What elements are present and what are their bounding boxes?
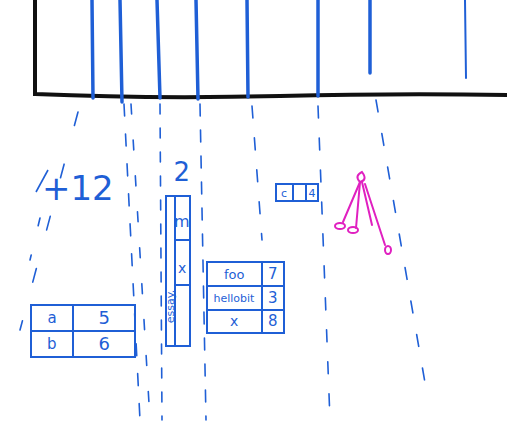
stick-figure xyxy=(335,172,391,254)
figure-foot xyxy=(335,223,345,229)
table-cell: m xyxy=(174,214,190,230)
table-rule xyxy=(175,284,190,286)
trace xyxy=(318,106,330,420)
blue-bars xyxy=(92,0,466,102)
frame-outline xyxy=(35,0,507,97)
trace xyxy=(20,112,78,330)
trace xyxy=(131,104,150,420)
figure-head xyxy=(357,172,364,182)
tables xyxy=(31,184,318,357)
trace xyxy=(160,104,162,420)
callout-number: +12 xyxy=(42,171,114,205)
figure-foot xyxy=(385,246,391,254)
bar xyxy=(465,0,466,78)
table-rule xyxy=(292,184,294,201)
table-cell: 6 xyxy=(99,335,110,353)
trace xyxy=(376,100,428,400)
bar xyxy=(368,0,372,73)
table-cell: essay. xyxy=(165,289,176,322)
table-essay xyxy=(166,196,190,346)
trace xyxy=(124,104,140,420)
bar xyxy=(316,0,320,96)
table-cell: foo xyxy=(224,268,244,281)
table-rule xyxy=(305,184,307,201)
table-cell: 3 xyxy=(268,291,278,306)
figure-limb xyxy=(356,182,360,228)
table-cell: 5 xyxy=(99,309,110,327)
table-cell: b xyxy=(47,337,57,352)
table-cell: a xyxy=(48,311,57,326)
bar xyxy=(157,0,160,98)
table-rule xyxy=(31,330,135,332)
table-rule xyxy=(175,239,190,241)
trace xyxy=(252,106,262,240)
table-foo xyxy=(207,262,284,333)
table-rule xyxy=(261,262,263,333)
table-ab xyxy=(31,305,135,357)
bar xyxy=(120,0,122,102)
bar xyxy=(196,0,198,99)
trace xyxy=(30,218,40,260)
table-rule xyxy=(207,309,284,311)
table-c xyxy=(276,184,318,201)
table-cell: 8 xyxy=(268,314,278,329)
table-cell: 4 xyxy=(309,188,316,199)
figure-foot xyxy=(348,227,358,233)
table-cell: 7 xyxy=(268,267,278,282)
table-cell: hellobit xyxy=(214,293,255,304)
callout-number: 2 xyxy=(174,159,191,185)
table-cell: x xyxy=(230,314,238,328)
trace xyxy=(200,104,206,420)
bar xyxy=(247,0,248,97)
table-rule xyxy=(207,285,284,287)
table-cell: x xyxy=(178,261,186,275)
black-frame xyxy=(35,0,507,97)
table-cell: c xyxy=(281,188,287,199)
dashed-traces xyxy=(20,100,428,420)
bar xyxy=(92,0,93,98)
figure-limb xyxy=(365,184,385,245)
